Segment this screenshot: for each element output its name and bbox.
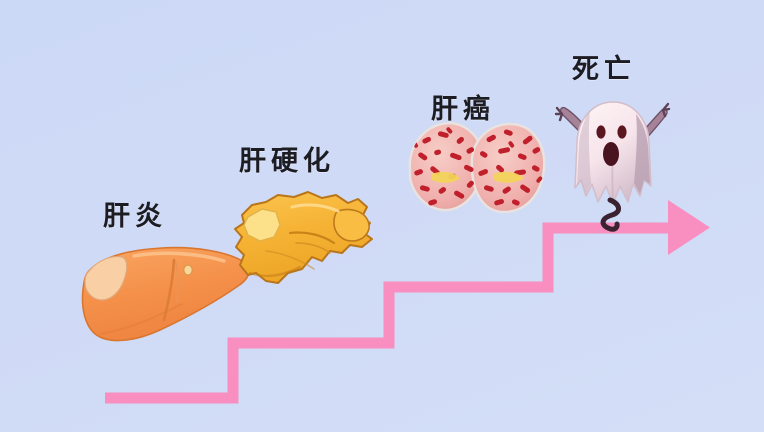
arrow-head-icon	[668, 200, 710, 255]
stage-label-liver-cancer: 肝癌	[431, 94, 495, 125]
ghost-icon	[548, 84, 678, 234]
healthy-liver-icon	[78, 238, 258, 348]
liver-tumor-icon	[398, 108, 558, 233]
cirrhotic-liver-icon	[226, 181, 386, 301]
stage-label-hepatitis: 肝炎	[103, 201, 167, 232]
stage-label-cirrhosis: 肝硬化	[239, 146, 335, 177]
stage-label-death: 死亡	[572, 54, 636, 85]
